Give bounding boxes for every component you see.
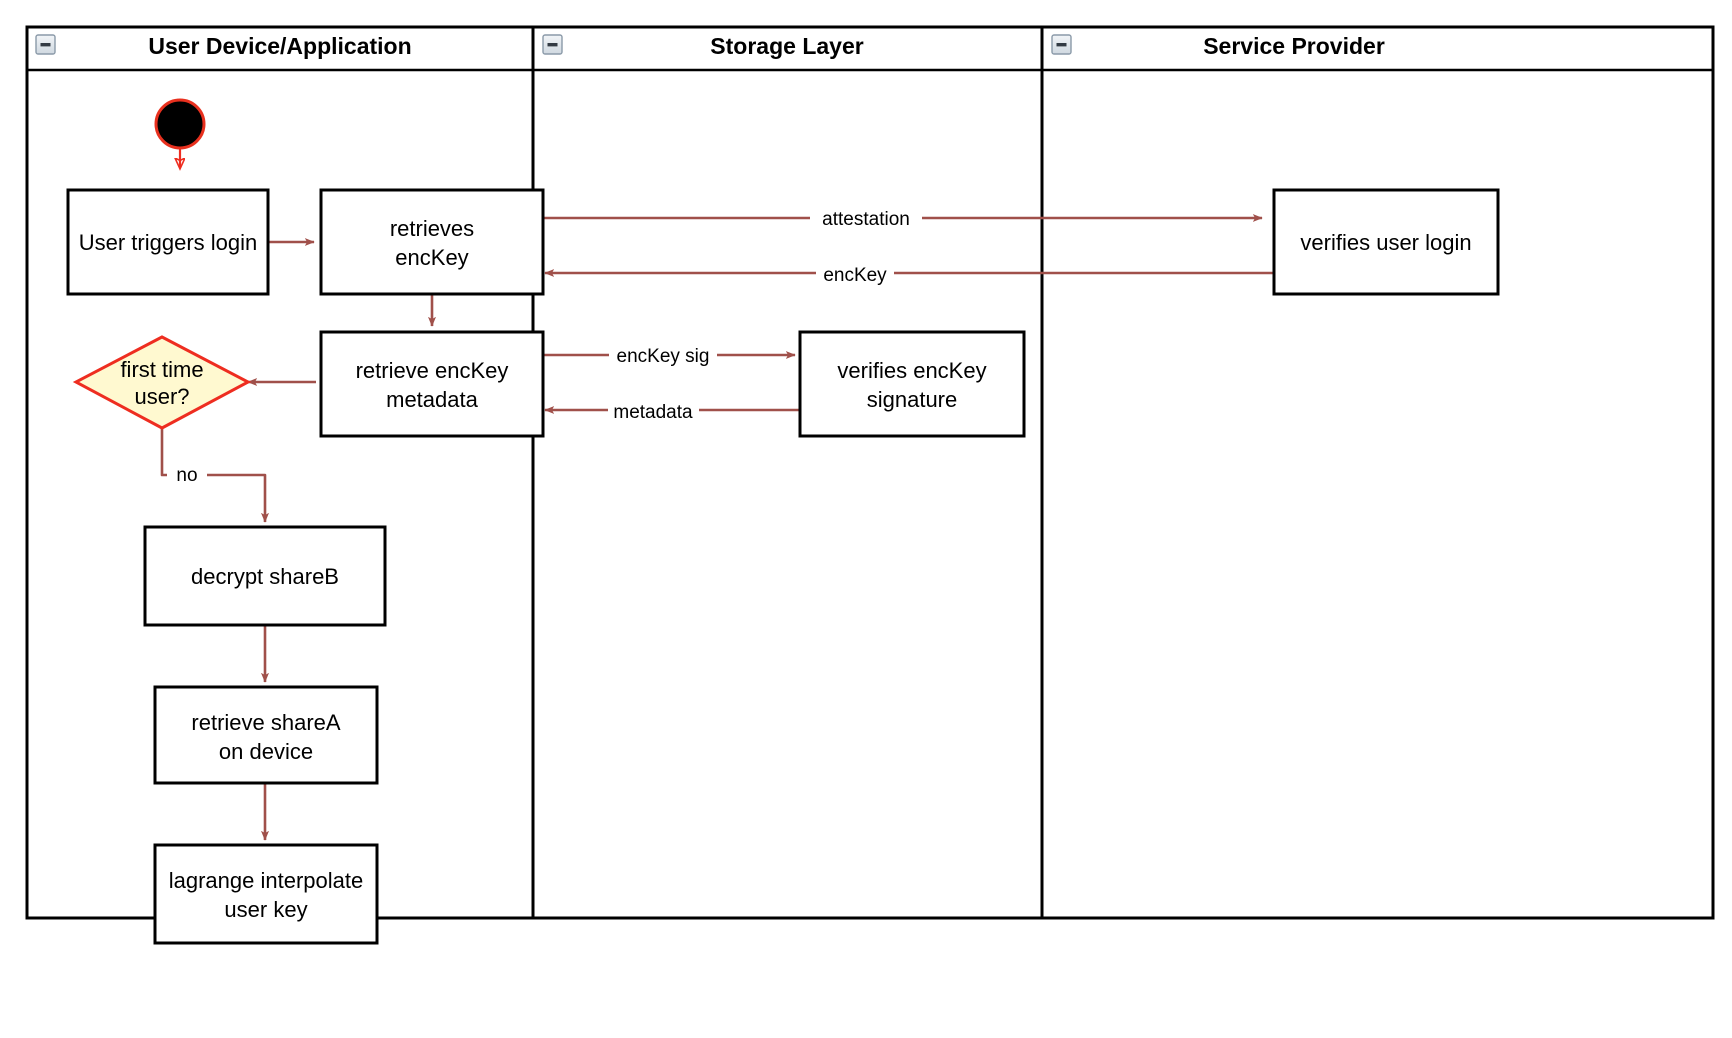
node-label-retrieve-sharea-line2: on device: [219, 739, 313, 764]
lane-collapse-toggle-user-device[interactable]: [35, 34, 56, 55]
edge-label-bg-metadata: [608, 399, 699, 423]
node-label-verifies-enckey-sig-line2: signature: [867, 387, 958, 412]
node-label-verifies-enckey-sig-line1: verifies encKey: [837, 358, 986, 383]
node-retrieve-sharea-on-device[interactable]: retrieve shareA on device: [153, 685, 379, 785]
lane-title-storage: Storage Layer: [710, 33, 863, 59]
action-box[interactable]: [319, 188, 545, 296]
edge-label-enckey: encKey: [823, 265, 887, 286]
edge-label-bg-no: [167, 462, 207, 486]
node-retrieves-enckey[interactable]: retrieves encKey: [319, 188, 545, 296]
node-label-decrypt-shareb: decrypt shareB: [191, 564, 339, 589]
edge-label-bg-enckey-sig: [609, 344, 717, 368]
node-label-retrieve-enckey-metadata-line1: retrieve encKey: [356, 358, 509, 383]
node-label-retrieve-enckey-metadata-line2: metadata: [386, 387, 478, 412]
minus-glyph-icon: [40, 43, 51, 47]
node-verifies-enckey-signature[interactable]: verifies encKey signature: [798, 330, 1026, 438]
action-box[interactable]: [153, 843, 379, 945]
edge-no-branch: [160, 428, 269, 523]
node-verifies-user-login[interactable]: verifies user login: [1272, 188, 1500, 296]
lane-title-user-device: User Device/Application: [148, 33, 411, 59]
lane-collapse-toggle-storage[interactable]: [542, 34, 563, 55]
lane-title-service-provider: Service Provider: [1203, 33, 1385, 59]
node-retrieve-enckey-metadata[interactable]: retrieve encKey metadata: [319, 330, 545, 438]
node-label-lagrange-line1: lagrange interpolate: [169, 868, 363, 893]
node-decrypt-shareb[interactable]: decrypt shareB: [143, 525, 387, 627]
node-first-time-user-decision[interactable]: first time user?: [72, 335, 252, 430]
minus-glyph-icon: [547, 43, 558, 47]
edge-label-bg-attestation: [810, 207, 922, 231]
minus-glyph-icon: [1056, 43, 1067, 47]
node-label-first-time-user-line2: user?: [134, 384, 189, 409]
lane-collapse-toggle-service-provider[interactable]: [1051, 34, 1072, 55]
initial-node-icon[interactable]: [154, 98, 206, 150]
action-box[interactable]: [66, 188, 270, 296]
node-label-user-triggers-login: User triggers login: [79, 230, 258, 255]
node-label-verifies-user-login: verifies user login: [1300, 230, 1471, 255]
decision-diamond[interactable]: [72, 335, 252, 430]
edge-label-enckey-sig: encKey sig: [617, 346, 710, 367]
action-box[interactable]: [319, 330, 545, 438]
action-box[interactable]: [1272, 188, 1500, 296]
node-lagrange-interpolate-user-key[interactable]: lagrange interpolate user key: [153, 843, 379, 945]
edge-label-attestation: attestation: [822, 209, 910, 230]
node-label-first-time-user-line1: first time: [120, 357, 203, 382]
node-label-retrieve-sharea-line1: retrieve shareA: [191, 710, 341, 735]
edge-label-metadata: metadata: [613, 402, 693, 423]
action-box[interactable]: [798, 330, 1026, 438]
node-initial-start[interactable]: [154, 98, 206, 150]
edge-label-no: no: [176, 465, 197, 486]
action-box[interactable]: [153, 685, 379, 785]
action-box[interactable]: [143, 525, 387, 627]
node-label-retrieves-enckey-line2: encKey: [395, 245, 468, 270]
node-label-retrieves-enckey-line1: retrieves: [390, 216, 474, 241]
edge-label-bg-enckey: [816, 262, 894, 286]
node-label-lagrange-line2: user key: [224, 897, 307, 922]
node-user-triggers-login[interactable]: User triggers login: [66, 188, 270, 296]
